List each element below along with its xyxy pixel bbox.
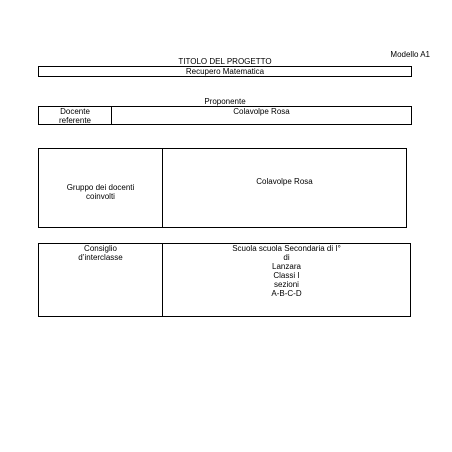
consiglio-value-line: Classi I	[273, 271, 300, 280]
gruppo-label-line1: Gruppo dei docenti	[66, 183, 135, 192]
consiglio-table: Consiglio d’interclasse Scuola scuola Se…	[38, 243, 411, 317]
referente-value: Colavolpe Rosa	[233, 107, 290, 116]
proponente-heading: Proponente	[204, 97, 246, 106]
consiglio-value-line: di	[283, 253, 290, 262]
referente-value-cell: Colavolpe Rosa	[112, 107, 411, 124]
consiglio-value-cell: Scuola scuola Secondaria di I° di Lanzar…	[163, 244, 410, 316]
gruppo-label: Gruppo dei docenti coinvolti	[39, 183, 162, 201]
gruppo-label-cell: Gruppo dei docenti coinvolti	[39, 149, 163, 227]
gruppo-table: Gruppo dei docenti coinvolti Colavolpe R…	[38, 148, 407, 228]
project-title-value: Recupero Matematica	[185, 67, 265, 76]
consiglio-value-line: sezioni	[274, 280, 299, 289]
consiglio-label-cell: Consiglio d’interclasse	[39, 244, 163, 316]
consiglio-value-line: A-B-C-D	[271, 289, 302, 298]
project-title-box: Recupero Matematica	[38, 66, 412, 77]
consiglio-label-line2: d’interclasse	[78, 253, 123, 262]
consiglio-value-line: Scuola scuola Secondaria di I°	[232, 244, 341, 253]
consiglio-label-line1: Consiglio	[84, 244, 117, 253]
referente-label-line1: Docente	[60, 107, 90, 116]
project-title-label: TITOLO DEL PROGETTO	[178, 57, 272, 66]
gruppo-value: Colavolpe Rosa	[256, 177, 313, 186]
gruppo-label-line2: coinvolti	[86, 192, 115, 201]
referente-label-cell: Docente referente	[39, 107, 112, 125]
referente-table: Docente referente Colavolpe Rosa	[38, 106, 412, 125]
form-model-label: Modello A1	[390, 50, 430, 59]
consiglio-value-line: Lanzara	[272, 262, 301, 271]
referente-label-line2: referente	[58, 116, 92, 125]
